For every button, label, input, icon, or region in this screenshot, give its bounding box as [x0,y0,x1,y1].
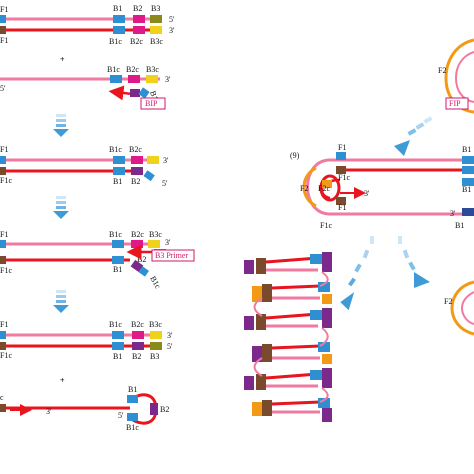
three-prime-label: 3' [169,26,175,35]
b2c-label: B2c [130,37,143,46]
b1-label: B1 [462,145,471,154]
b1c-label: B1c [109,320,122,329]
f1c-label: F1c [0,266,12,275]
five-prime-label: 5' [169,15,175,24]
five-prime-label: 5' [118,411,124,420]
step-4: F1 F1c B1c B2c B3c 3' B1 B2 B1c B3 Prime… [0,230,195,291]
b1-label: B1 [113,177,122,186]
ladder-rung-2 [252,282,332,304]
step-1: F1 F1 B1 B2 B3 5' 3' B1c B2c B3c [0,4,175,46]
b1c-label: B1c [109,145,122,154]
f1c-label: F1c [0,176,12,185]
b2-label: B2 [131,177,140,186]
f1-label: F1 [338,143,346,152]
step-3: F1 F1c B1c B2c 3' B1 B2 5' [0,145,169,188]
b3-label: B3 [150,352,159,361]
ladder-rung-5 [244,368,332,390]
b3c-label: B3c [146,65,159,74]
step-6: c 3' B1 5' B1c B2 [0,385,169,432]
three-prime-label: 3' [364,189,370,198]
b1-label: B1 [462,185,471,194]
down-arrow-2 [53,196,69,219]
curved-arrow-top [394,116,433,156]
fip-primer-box: FIP [449,99,461,108]
b1c-rotated-label: B1c [148,275,162,291]
b3c-label: B3c [150,37,163,46]
f1c-label: F1c [0,351,12,360]
f1-label: F1 [0,230,8,239]
ladder-rung-4 [252,342,332,364]
b2-label: B2 [132,352,141,361]
fragment-label: c [0,393,4,402]
b1c-label: B1c [109,230,122,239]
b1-label: B1 [113,4,122,13]
three-prime-label: 3' [450,209,456,218]
branch-arrows [340,236,430,311]
f2-label: F2 [444,297,452,306]
concatemer-structure [244,252,332,422]
b2-label: B2 [160,405,169,414]
ladder-rung-6 [252,398,332,422]
step-9: (9) F1 F2 F1c F2c F1 F1c 3' B1 B1 3' B1 [290,143,474,230]
step-2: B1c B2c B3c 3' 5' B1c BIP [0,65,171,110]
b1-label: B1 [113,265,122,274]
f2-label: F2 [300,184,308,193]
f2c-label: F2c [318,184,330,193]
f1c-label: F1c [338,173,350,182]
down-arrow-3 [53,290,69,313]
bottom-right-structure: F2 [444,280,474,336]
down-arrow-1 [53,114,69,137]
b3-label: B3 [151,4,160,13]
b3c-label: B3c [149,230,162,239]
f1c-label: F1c [320,221,332,230]
b1c-label: B1c [107,65,120,74]
b1c-label: B1c [126,423,139,432]
b1-label: B1 [113,352,122,361]
ladder-rung-3 [244,308,332,330]
plus-sign: + [60,55,65,64]
b2c-label: B2c [126,65,139,74]
b2c-label: B2c [131,320,144,329]
f1-label: F1 [0,320,8,329]
b2-label: B2 [133,4,142,13]
b3c-label: B3c [149,320,162,329]
b1c-label: B1c [109,37,122,46]
five-prime-label: 5' [0,84,6,93]
step-9-label: (9) [290,151,300,160]
b1-label: B1 [128,385,137,394]
top-right-structure: F2 FIP [438,38,474,114]
f2-label: F2 [438,66,446,75]
b2-label: B2 [137,255,146,264]
three-prime-label: 3' [165,238,171,247]
ladder-rung-1 [244,252,332,274]
bip-primer-box: BIP [145,99,158,108]
f1-label: F1 [0,36,8,45]
b2c-label: B2c [129,145,142,154]
three-prime-label: 3' [165,75,171,84]
three-prime-label: 3' [46,407,52,416]
five-prime-label: 5' [167,342,173,351]
f1-label: F1 [0,5,8,14]
b1-label: B1 [455,221,464,230]
three-prime-label: 3' [163,156,169,165]
three-prime-label: 3' [167,331,173,340]
five-prime-label: 5' [162,179,168,188]
f1-label: F1 [338,203,346,212]
b3-primer-box: B3 Primer [155,251,188,260]
f1-label: F1 [0,145,8,154]
plus-sign: + [60,376,65,385]
step-5: F1 F1c B1c B2c B3c 3' 5' B1 B2 B3 [0,320,173,361]
b2c-label: B2c [131,230,144,239]
